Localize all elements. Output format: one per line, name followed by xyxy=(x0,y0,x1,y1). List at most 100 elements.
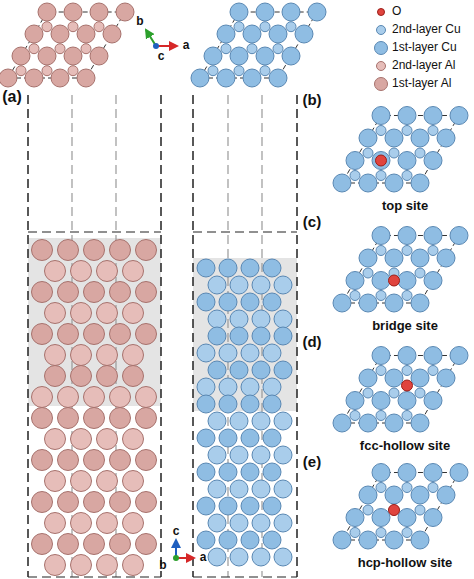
axis-origin xyxy=(153,43,159,49)
slab-atom xyxy=(123,303,144,324)
slab-atom xyxy=(208,310,226,328)
slab-atom xyxy=(252,480,270,498)
second-layer-cu xyxy=(415,148,425,158)
second-layer-atom xyxy=(286,22,296,32)
slab-atom xyxy=(84,534,105,555)
shaded-region xyxy=(28,238,161,406)
second-layer-cu xyxy=(376,126,386,136)
slab-atom xyxy=(32,492,53,513)
shaded-region xyxy=(193,258,297,411)
slab-atom xyxy=(123,429,144,450)
first-layer-atom xyxy=(269,69,287,87)
second-layer-cu xyxy=(376,411,386,421)
slab-atom xyxy=(197,463,215,481)
first-layer-cu xyxy=(372,152,390,170)
slab-atom xyxy=(274,361,292,379)
unit-cell xyxy=(342,356,459,424)
slab-atom xyxy=(136,282,157,303)
slab-atom xyxy=(136,534,157,555)
slab-atom xyxy=(208,276,226,294)
second-layer-cu xyxy=(402,291,412,301)
first-layer-cu xyxy=(333,294,351,312)
slab-atom xyxy=(197,497,215,515)
slab-atom xyxy=(252,514,270,532)
legend-swatch xyxy=(374,41,388,55)
first-layer-atom xyxy=(90,47,108,65)
first-layer-atom xyxy=(25,25,43,43)
panel-label: (e) xyxy=(303,454,321,471)
dashed-guides xyxy=(28,95,297,577)
slab-atom xyxy=(45,429,66,450)
cell-edge xyxy=(160,95,162,577)
slab-atom xyxy=(208,327,226,345)
slab-atom xyxy=(263,378,281,396)
first-layer-cu xyxy=(437,129,455,147)
second-layer-atom xyxy=(273,44,283,54)
slab-atom xyxy=(208,446,226,464)
first-layer-cu xyxy=(437,369,455,387)
slab-atom xyxy=(136,408,157,429)
first-layer-cu xyxy=(450,347,468,365)
first-layer-atom xyxy=(77,69,95,87)
second-layer-atom xyxy=(55,44,65,54)
second-layer-cu xyxy=(389,148,399,158)
first-layer-atom xyxy=(38,47,56,65)
slab-atom xyxy=(263,259,281,277)
site-label: fcc-hollow site xyxy=(360,439,450,453)
slab-atom xyxy=(219,429,237,447)
slab-atom xyxy=(252,446,270,464)
first-layer-cu xyxy=(385,174,403,192)
panel-label: (a) xyxy=(2,88,22,106)
first-layer-cu xyxy=(385,129,403,147)
slab-atom xyxy=(241,429,259,447)
slab-atom xyxy=(97,555,118,576)
slab-atom xyxy=(32,324,53,345)
shaded-regions xyxy=(28,238,297,411)
slab-atom xyxy=(219,293,237,311)
first-layer-atom xyxy=(256,47,274,65)
second-layer-cu xyxy=(415,268,425,278)
first-layer-cu xyxy=(437,249,455,267)
first-layer-cu xyxy=(424,227,442,245)
slab-atom xyxy=(84,282,105,303)
first-layer-atom xyxy=(51,69,69,87)
first-layer-cu xyxy=(385,294,403,312)
first-layer-cu xyxy=(385,486,403,504)
first-layer-cu xyxy=(346,152,364,170)
unit-cell xyxy=(200,12,317,78)
unit-cell xyxy=(342,116,459,184)
first-layer-cu xyxy=(372,392,390,410)
slab-atom xyxy=(84,387,105,408)
slab-atom xyxy=(123,345,144,366)
axis-label: a xyxy=(200,551,207,564)
first-layer-cu xyxy=(411,486,429,504)
second-layer-cu xyxy=(389,505,399,515)
legend-text: 2nd-layer Al xyxy=(392,59,455,72)
first-layer-atom xyxy=(282,47,300,65)
first-layer-cu xyxy=(385,531,403,549)
slab-atom xyxy=(32,240,53,261)
first-layer-cu xyxy=(424,392,442,410)
first-layer-cu xyxy=(437,486,455,504)
slab-atom xyxy=(97,429,118,450)
slab-atom xyxy=(58,324,79,345)
first-layer-cu xyxy=(359,174,377,192)
slab-atom xyxy=(219,497,237,515)
first-layer-cu xyxy=(359,294,377,312)
slab-atom xyxy=(32,387,53,408)
slab-atom xyxy=(241,531,259,549)
slab-atom xyxy=(252,548,270,566)
first-layer-cu xyxy=(411,129,429,147)
slab-atom xyxy=(241,344,259,362)
slab-atom xyxy=(230,480,248,498)
first-layer-cu xyxy=(372,107,390,125)
legend-text: 2nd-layer Cu xyxy=(392,23,461,36)
second-layer-cu xyxy=(389,388,399,398)
cell-edge xyxy=(193,576,297,577)
slab-atom xyxy=(197,531,215,549)
slab-atom xyxy=(110,534,131,555)
second-layer-atom xyxy=(247,44,257,54)
slab-atom xyxy=(230,514,248,532)
slab-atom xyxy=(110,387,131,408)
legend-text: 1st-layer Al xyxy=(392,77,451,90)
